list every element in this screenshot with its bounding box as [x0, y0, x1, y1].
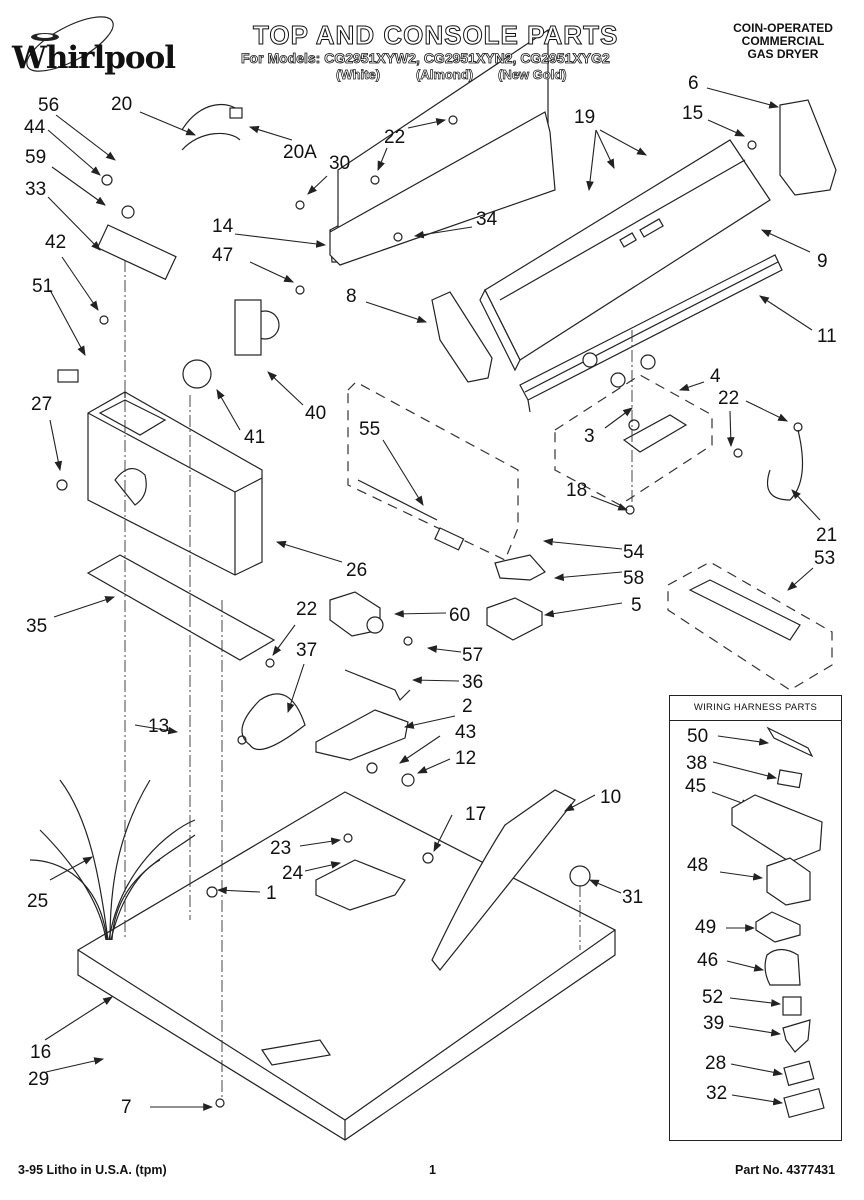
switch-assembly-outline: [554, 374, 713, 506]
callout-41[interactable]: 41: [244, 427, 266, 448]
harness-callout-50[interactable]: 50: [687, 726, 709, 747]
callout-51[interactable]: 51: [32, 276, 54, 297]
callout-3[interactable]: 3: [584, 426, 595, 447]
callout-26[interactable]: 26: [346, 560, 368, 581]
control-box-part: [87, 391, 263, 576]
whirlpool-logo-swoosh: [26, 16, 114, 72]
callout-10[interactable]: 10: [600, 787, 622, 808]
switch-block-part: [622, 414, 688, 453]
callout-20[interactable]: 20: [111, 94, 133, 115]
callout-9[interactable]: 9: [817, 251, 828, 272]
callout-23[interactable]: 23: [270, 838, 292, 859]
page-title: TOP AND CONSOLE PARTS: [252, 20, 619, 51]
callout-16[interactable]: 16: [30, 1042, 52, 1063]
callout-22-right[interactable]: 22: [718, 388, 740, 409]
print-info: 3-95 Litho in U.S.A. (tpm): [18, 1163, 167, 1177]
callout-59[interactable]: 59: [25, 147, 47, 168]
callout-21[interactable]: 21: [816, 525, 838, 546]
callout-11[interactable]: 11: [817, 326, 837, 347]
callout-27[interactable]: 27: [31, 394, 53, 415]
callout-24[interactable]: 24: [282, 863, 304, 884]
part-number: Part No. 4377431: [735, 1163, 836, 1177]
harness-callout-49[interactable]: 49: [695, 917, 717, 938]
callout-19[interactable]: 19: [574, 107, 596, 128]
callout-36[interactable]: 36: [462, 672, 484, 693]
harness-callout-32[interactable]: 32: [706, 1083, 728, 1104]
product-type-line: COIN-OPERATED: [733, 21, 833, 35]
callout-44[interactable]: 44: [24, 117, 46, 138]
console-panel-shape: [329, 111, 556, 266]
kit-53-outline: [667, 561, 833, 691]
models-list: For Models: CG2951XYW2, CG2951XYN2, CG29…: [241, 50, 611, 67]
coin-bracket-part: [494, 554, 546, 581]
callout-25[interactable]: 25: [27, 891, 49, 912]
wiring-harness-part: [29, 779, 196, 941]
coin-receptacle-part: [486, 597, 543, 641]
callout-31[interactable]: 31: [622, 887, 644, 908]
callout-43[interactable]: 43: [455, 722, 477, 743]
callout-22-mid[interactable]: 22: [296, 599, 318, 620]
wiring-harness-panel-title: WIRING HARNESS PARTS: [670, 696, 841, 721]
kit-54-outline: [347, 381, 519, 561]
callout-34[interactable]: 34: [476, 209, 498, 230]
callout-60[interactable]: 60: [449, 605, 471, 626]
callout-33[interactable]: 33: [25, 179, 47, 200]
harness-callout-52[interactable]: 52: [702, 987, 724, 1008]
callout-55[interactable]: 55: [359, 419, 381, 440]
callout-14[interactable]: 14: [212, 216, 234, 237]
callout-54[interactable]: 54: [623, 542, 645, 563]
callout-37[interactable]: 37: [296, 640, 318, 661]
decal-part: [431, 789, 576, 971]
callout-18[interactable]: 18: [566, 480, 588, 501]
callout-40[interactable]: 40: [305, 403, 327, 424]
callout-7[interactable]: 7: [121, 1097, 132, 1118]
page-number: 1: [429, 1163, 436, 1177]
harness-callout-48[interactable]: 48: [687, 855, 709, 876]
console-front-part: [479, 139, 771, 372]
callout-22-top[interactable]: 22: [384, 127, 406, 148]
wiring-harness-panel: WIRING HARNESS PARTS: [669, 695, 842, 1141]
brand-logo: Whirlpool: [12, 40, 176, 76]
shield-part: [344, 669, 411, 702]
callout-8[interactable]: 8: [346, 286, 357, 307]
callout-57[interactable]: 57: [462, 645, 484, 666]
callout-53[interactable]: 53: [814, 548, 836, 569]
variant-almond: (Almond): [416, 67, 474, 83]
callout-42[interactable]: 42: [45, 232, 67, 253]
harness-callout-46[interactable]: 46: [697, 950, 719, 971]
callout-29[interactable]: 29: [28, 1069, 50, 1090]
harness-callout-38[interactable]: 38: [686, 753, 708, 774]
variant-white: (White): [336, 67, 381, 83]
callout-17[interactable]: 17: [465, 804, 487, 825]
harness-callout-39[interactable]: 39: [703, 1013, 725, 1034]
callout-47[interactable]: 47: [212, 245, 234, 266]
callout-13[interactable]: 13: [148, 716, 170, 737]
harness-callout-45[interactable]: 45: [685, 776, 707, 797]
tray-cover-part: [315, 709, 409, 761]
callout-4[interactable]: 4: [710, 366, 721, 387]
bracket-part: [86, 554, 276, 661]
callout-35[interactable]: 35: [26, 616, 48, 637]
callout-2[interactable]: 2: [462, 696, 473, 717]
lint-opening-part: [315, 859, 406, 911]
variant-new-gold: (New Gold): [498, 67, 567, 83]
callout-12[interactable]: 12: [455, 748, 477, 769]
callout-1[interactable]: 1: [266, 883, 277, 904]
leader-arrows: [44, 87, 821, 1111]
callout-58[interactable]: 58: [623, 568, 645, 589]
fastener-glyphs: [56, 104, 804, 1108]
callout-5[interactable]: 5: [631, 595, 642, 616]
harness-callout-28[interactable]: 28: [705, 1053, 727, 1074]
product-type-line: COMMERCIAL: [741, 34, 825, 48]
product-type-line: GAS DRYER: [747, 47, 819, 61]
end-cap-left-part: [431, 291, 493, 383]
callout-30[interactable]: 30: [329, 153, 351, 174]
end-cap-part: [779, 99, 837, 196]
callout-56[interactable]: 56: [38, 95, 60, 116]
callout-20a[interactable]: 20A: [283, 142, 317, 163]
harness-part-drawings: [731, 726, 825, 1119]
callout-6[interactable]: 6: [688, 73, 699, 94]
product-type: COIN-OPERATED COMMERCIAL GAS DRYER: [718, 22, 848, 61]
callout-15[interactable]: 15: [682, 103, 704, 124]
